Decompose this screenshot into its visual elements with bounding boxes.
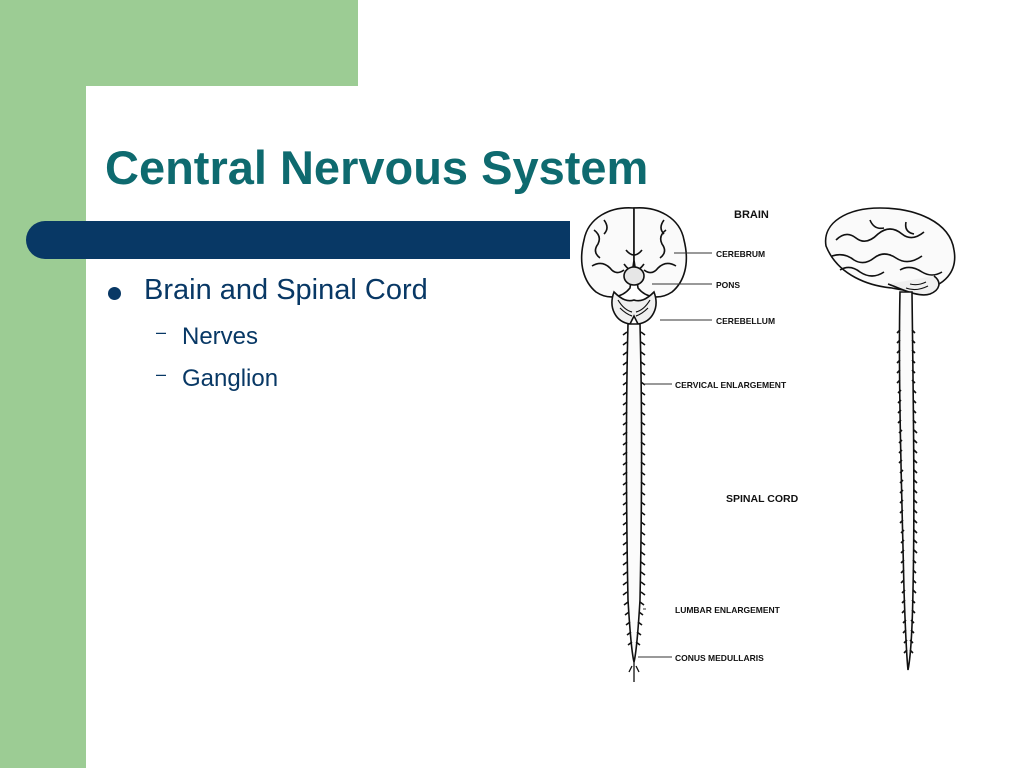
label-pons: PONS: [716, 280, 740, 290]
brain-spinal-cord-diagram: BRAIN CEREBRUM PONS CEREBELLUM CERVICAL …: [570, 200, 1010, 690]
label-leader-lines: [638, 252, 712, 658]
spinal-cord-right: [898, 291, 915, 671]
bullet-dot-icon: [108, 287, 121, 300]
label-cerebrum: CEREBRUM: [716, 249, 765, 259]
bullet-text: Brain and Spinal Cord: [144, 274, 428, 306]
title-divider-band: [26, 221, 606, 259]
diagram-svg: BRAIN CEREBRUM PONS CEREBELLUM CERVICAL …: [570, 200, 1010, 690]
label-conus-medullaris: CONUS MEDULLARIS: [675, 653, 764, 663]
spinal-nerves-right: [896, 329, 918, 654]
brain-inferior-view: [580, 207, 688, 325]
brain-lateral-view: [824, 207, 956, 296]
slide-title: Central Nervous System: [105, 141, 649, 194]
label-cervical-enlargement: CERVICAL ENLARGEMENT: [675, 380, 787, 390]
spinal-cord-left: [625, 323, 643, 663]
dash-icon: –: [156, 364, 167, 384]
label-spinal-cord: SPINAL CORD: [726, 493, 799, 505]
dash-icon: –: [156, 322, 167, 342]
background-accent-left: [0, 0, 86, 768]
sub-bullet-text: Ganglion: [182, 365, 279, 392]
spinal-nerves-left: [622, 331, 646, 682]
label-brain: BRAIN: [734, 209, 769, 221]
background-accent-top: [0, 0, 358, 86]
sub-bullet-text: Nerves: [182, 323, 259, 350]
label-cerebellum: CEREBELLUM: [716, 316, 775, 326]
label-lumbar-enlargement: LUMBAR ENLARGEMENT: [675, 605, 781, 615]
